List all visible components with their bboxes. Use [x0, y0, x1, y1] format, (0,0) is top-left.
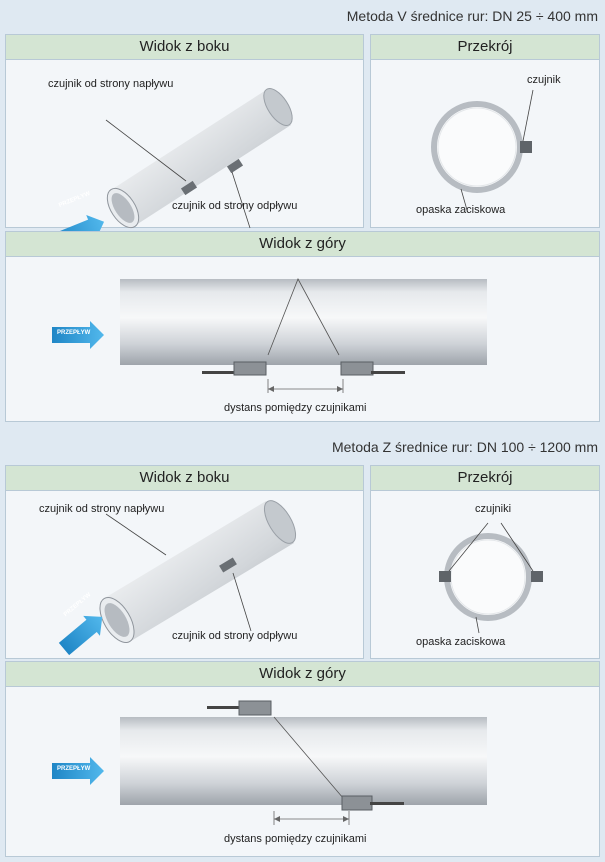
z-top-sensor-bottom [341, 795, 404, 811]
v-side-downstream-label: czujnik od strony odpływu [172, 200, 298, 212]
v-cross-sensor [520, 141, 532, 153]
z-cross-sensor-left [439, 571, 451, 582]
v-cross-clamp-label: opaska zaciskowa [416, 204, 506, 216]
method-v-title: Metoda V średnice rur: DN 25 ÷ 400 mm [346, 8, 598, 24]
z-top-flow-arrow [52, 757, 104, 785]
v-cross-section-drawing [431, 89, 534, 211]
v-top-flow-label: PRZEPŁYW [57, 330, 91, 336]
v-top-sensor-left [202, 361, 267, 376]
z-cross-clamp-label: opaska zaciskowa [416, 636, 506, 648]
z-cross-section-drawing [439, 522, 543, 634]
v-side-sensor-upstream [180, 180, 198, 196]
z-top-drawing [52, 700, 487, 825]
v-top-flow-arrow [52, 321, 104, 349]
v-cross-clamp-leader [460, 188, 468, 211]
z-top-flow-label: PRZEPŁYW [57, 766, 91, 772]
v-side-sensor-downstream [226, 158, 244, 174]
v-cross-sensor-label: czujnik [527, 74, 561, 86]
z-side-downstream-label: czujnik od strony odpływu [172, 630, 298, 642]
z-cross-section-heading: Przekrój [371, 466, 599, 491]
z-top-distance-label: dystans pomiędzy czujnikami [224, 833, 367, 845]
z-cross-sensor-leader-left [448, 522, 489, 572]
z-top-view-heading: Widok z góry [6, 662, 599, 687]
v-cross-pipe-ring [431, 101, 523, 193]
z-cross-pipe-ring [444, 533, 532, 621]
v-top-distance-label: dystans pomiędzy czujnikami [224, 402, 367, 414]
v-top-distance-arrow [267, 379, 344, 393]
v-cross-sensor-leader [522, 89, 534, 142]
v-side-view-panel: Widok z boku czujnik od strony napływu c… [5, 34, 364, 250]
z-top-distance-arrow [273, 811, 350, 825]
z-side-pipe [99, 500, 297, 643]
v-side-pipe [106, 88, 293, 229]
v-top-drawing [52, 278, 487, 393]
v-side-upstream-leader [105, 119, 187, 182]
z-top-sensor-top [207, 700, 272, 716]
z-side-upstream-leader [105, 513, 167, 556]
z-side-pipe-drawing [58, 500, 297, 656]
z-side-upstream-label: czujnik od strony napływu [39, 503, 165, 515]
z-side-view-heading: Widok z boku [6, 466, 363, 491]
v-side-upstream-label: czujnik od strony napływu [48, 78, 174, 90]
z-side-view-panel: Widok z boku czujnik od strony napływu c… [5, 465, 364, 659]
v-top-signal-path [267, 278, 340, 356]
v-top-sensor-right [340, 361, 405, 376]
v-top-view-heading: Widok z góry [6, 232, 599, 257]
v-side-downstream-leader [231, 171, 251, 229]
v-cross-section-heading: Przekrój [371, 35, 599, 60]
z-cross-clamp-leader [475, 616, 480, 634]
v-top-view-panel: Widok z góry PRZEPŁYW dystans pomiędzy c… [5, 231, 600, 422]
z-top-signal-path [273, 716, 350, 806]
method-z-title: Metoda Z średnice rur: DN 100 ÷ 1200 mm [331, 439, 598, 455]
z-top-view-panel: Widok z góry PRZEPŁYW dystans pomiędzy c… [5, 661, 600, 857]
v-side-view-heading: Widok z boku [6, 35, 363, 60]
z-cross-sensor-label: czujniki [475, 503, 512, 515]
z-side-sensor [219, 557, 237, 573]
z-top-pipe [120, 717, 487, 805]
v-top-pipe [120, 279, 487, 365]
z-side-flow-arrow [58, 615, 103, 656]
z-cross-sensor-leader-right [500, 522, 534, 572]
z-cross-sensor-right [531, 571, 543, 582]
z-cross-section-panel: Przekrój czujniki opaska zaciskowa [370, 465, 600, 659]
v-cross-section-panel: Przekrój czujnik opaska zaciskowa [370, 34, 600, 228]
z-side-downstream-leader [232, 572, 252, 632]
